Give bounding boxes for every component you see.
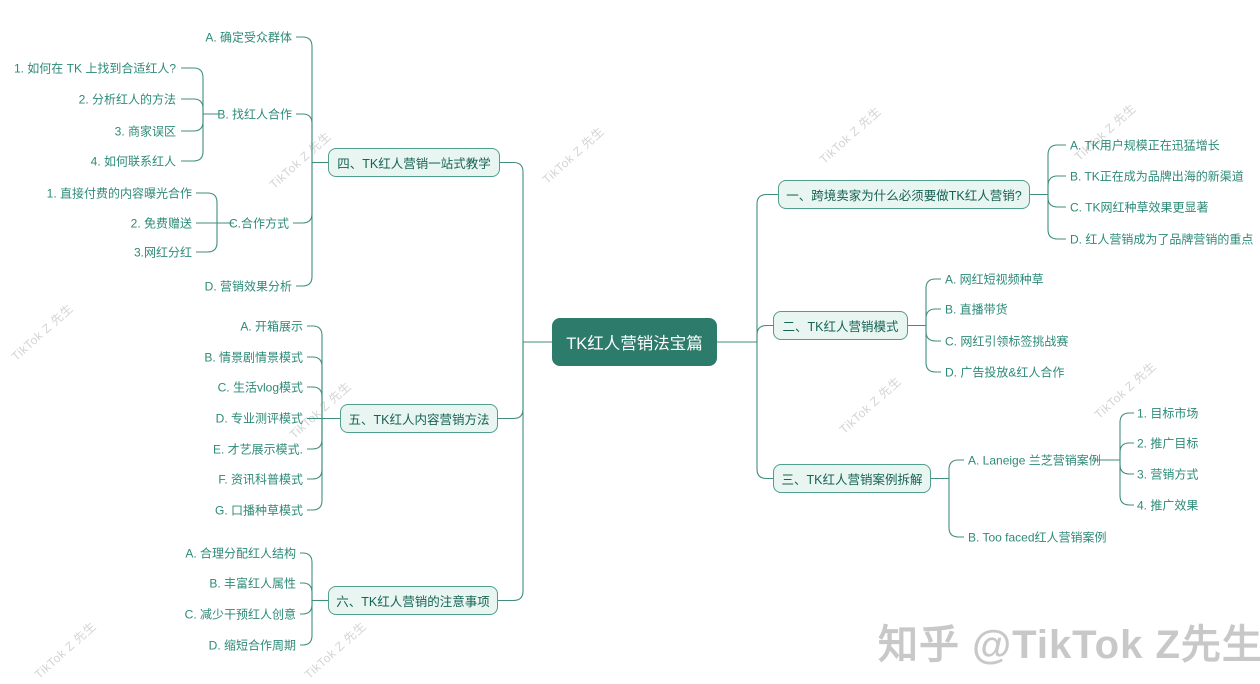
leaf-topic[interactable]: 2. 免费赠送: [130, 216, 192, 231]
leaf-topic[interactable]: B. 直播带货: [945, 302, 1008, 317]
branch-node-6[interactable]: 六、TK红人营销的注意事项: [328, 586, 498, 615]
leaf-topic[interactable]: B. 情景剧情景模式: [204, 350, 303, 365]
leaf-topic[interactable]: 3. 营销方式: [1137, 467, 1199, 482]
leaf-topic[interactable]: 4. 如何联系红人: [90, 154, 176, 169]
leaf-topic[interactable]: D. 专业测评模式: [215, 411, 303, 426]
leaf-topic[interactable]: B. TK正在成为品牌出海的新渠道: [1070, 169, 1244, 184]
branch-node-4[interactable]: 四、TK红人营销一站式教学: [328, 148, 500, 177]
leaf-topic[interactable]: A. 网红短视频种草: [945, 272, 1044, 287]
leaf-topic[interactable]: C. 减少干预红人创意: [184, 607, 296, 622]
leaf-topic[interactable]: D. 广告投放&红人合作: [945, 365, 1065, 380]
zhihu-credit-watermark: 知乎 @TikTok Z先生: [878, 623, 1260, 667]
leaf-topic[interactable]: 4. 推广效果: [1137, 498, 1199, 513]
leaf-topic[interactable]: F. 资讯科普模式: [218, 472, 303, 487]
leaf-topic[interactable]: C.合作方式: [228, 216, 289, 231]
branch-node-1[interactable]: 一、跨境卖家为什么必须要做TK红人营销?: [778, 180, 1030, 209]
central-topic-node[interactable]: TK红人营销法宝篇: [552, 318, 717, 366]
branch-node-2[interactable]: 二、TK红人营销模式: [773, 311, 908, 340]
leaf-topic-toofaced-case[interactable]: B. Too faced红人营销案例: [968, 530, 1107, 545]
leaf-topic[interactable]: D. 营销效果分析: [204, 279, 292, 294]
leaf-topic-laneige-case[interactable]: A. Laneige 兰芝营销案例: [968, 453, 1101, 468]
leaf-topic[interactable]: C. TK网红种草效果更显著: [1070, 200, 1209, 215]
leaf-topic[interactable]: C. 生活vlog模式: [217, 380, 303, 395]
leaf-topic[interactable]: 1. 目标市场: [1137, 406, 1199, 421]
leaf-topic[interactable]: A. 合理分配红人结构: [185, 546, 296, 561]
leaf-topic[interactable]: B. 丰富红人属性: [209, 576, 296, 591]
leaf-topic[interactable]: C. 网红引领标签挑战赛: [945, 334, 1069, 349]
branch-node-3[interactable]: 三、TK红人营销案例拆解: [773, 464, 931, 493]
leaf-topic[interactable]: A. 确定受众群体: [205, 30, 292, 45]
leaf-topic[interactable]: A. TK用户规模正在迅猛增长: [1070, 138, 1220, 153]
leaf-topic[interactable]: E. 才艺展示模式.: [212, 442, 303, 457]
leaf-topic[interactable]: D. 缩短合作周期: [208, 638, 296, 653]
leaf-topic[interactable]: 2. 分析红人的方法: [78, 92, 176, 107]
leaf-topic[interactable]: 2. 推广目标: [1137, 436, 1199, 451]
leaf-topic[interactable]: 1. 直接付费的内容曝光合作: [46, 186, 192, 201]
leaf-topic[interactable]: G. 口播种草模式: [214, 503, 303, 518]
leaf-topic[interactable]: D. 红人营销成为了品牌营销的重点: [1070, 232, 1254, 247]
leaf-topic[interactable]: B. 找红人合作: [217, 107, 292, 122]
branch-node-5[interactable]: 五、TK红人内容营销方法: [340, 404, 498, 433]
leaf-topic[interactable]: 3. 商家误区: [114, 124, 176, 139]
leaf-topic[interactable]: 3.网红分红: [133, 245, 192, 260]
leaf-topic[interactable]: 1. 如何在 TK 上找到合适红人?: [13, 61, 176, 76]
leaf-topic[interactable]: A. 开箱展示: [240, 319, 303, 334]
